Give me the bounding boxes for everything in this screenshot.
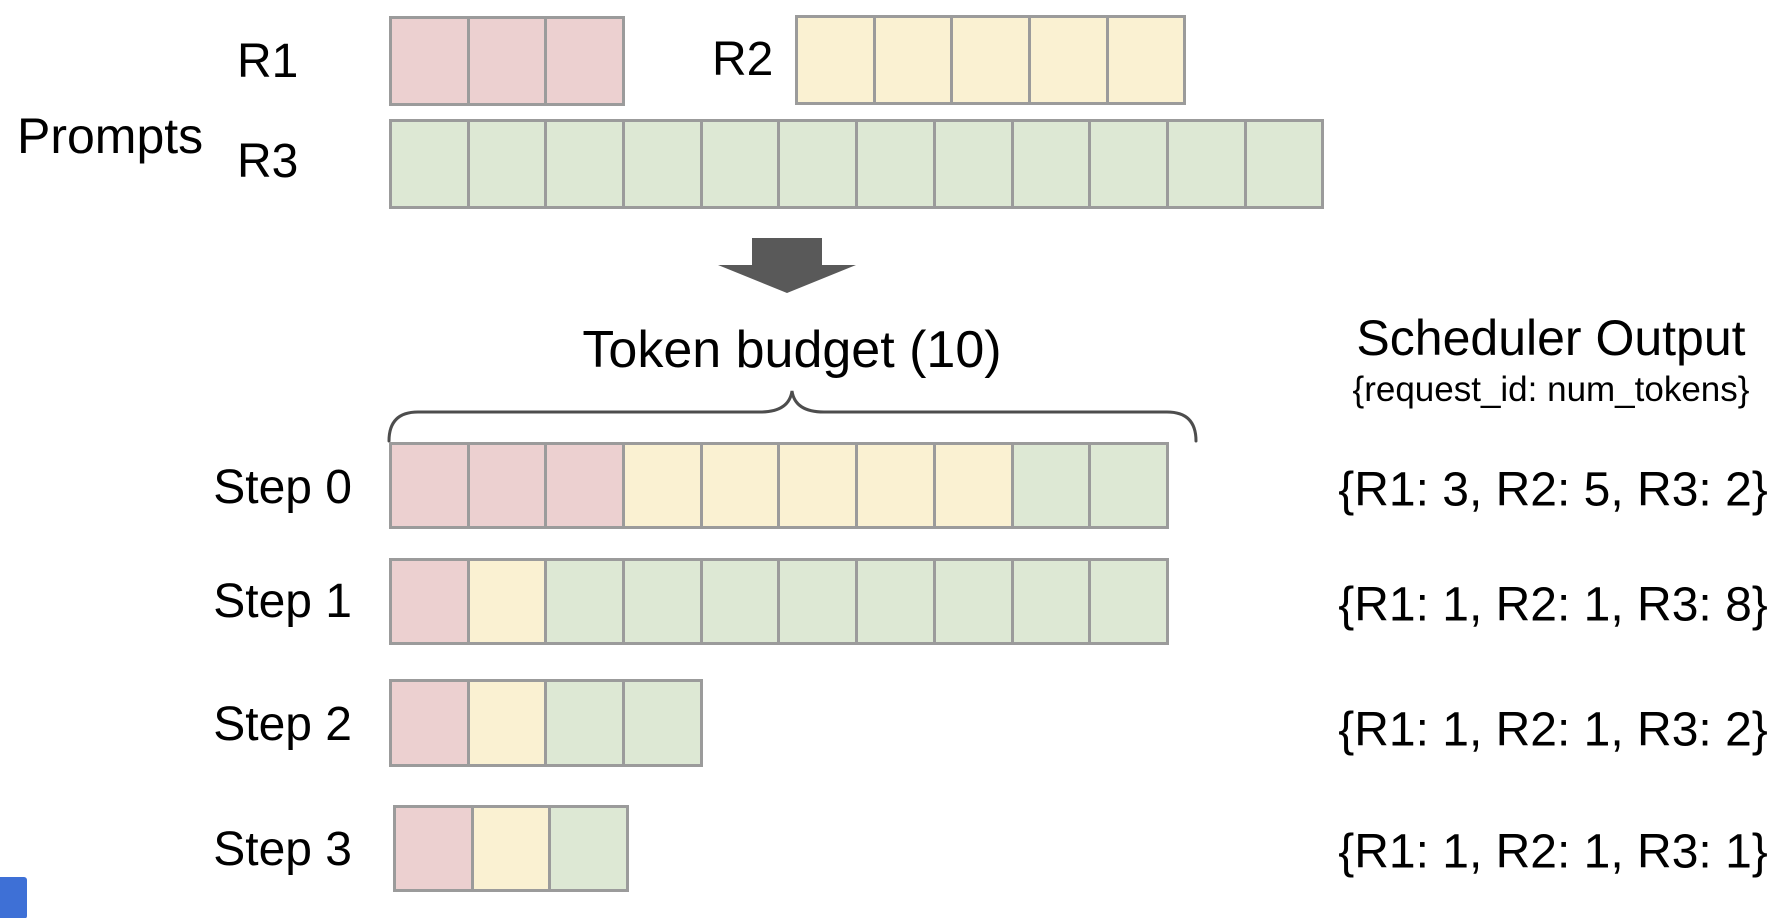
token-cell-r3 (1243, 119, 1325, 209)
token-cell-r3 (1010, 119, 1092, 209)
step-1-label: Step 1 (213, 575, 352, 628)
token-cell-r3 (1088, 119, 1169, 209)
token-cell-r3 (932, 558, 1014, 645)
token-cell-r3 (1010, 442, 1092, 529)
token-cell-r2 (622, 442, 703, 529)
token-cell-r3 (932, 119, 1014, 209)
token-cell-r2 (777, 442, 859, 529)
token-cell-r1 (544, 16, 626, 106)
blue-corner-shape (0, 877, 27, 918)
request-label-r3: R3 (237, 135, 299, 188)
token-cell-r3 (622, 558, 703, 645)
token-cell-r1 (393, 805, 474, 892)
token-cell-r3 (548, 805, 630, 892)
prompt-row-r1 (389, 16, 626, 106)
token-cell-r2 (932, 442, 1014, 529)
token-cell-r2 (855, 442, 936, 529)
step-3-label: Step 3 (213, 823, 352, 876)
token-cell-r3 (1010, 558, 1092, 645)
prompts-label: Prompts (17, 108, 204, 164)
step-3-row (393, 805, 630, 892)
prompt-row-r2 (795, 15, 1187, 105)
token-cell-r1 (389, 558, 470, 645)
token-cell-r2 (466, 558, 548, 645)
token-cell-r1 (389, 16, 470, 106)
token-cell-r3 (1088, 558, 1169, 645)
token-cell-r3 (855, 558, 936, 645)
token-cell-r1 (466, 442, 548, 529)
down-arrow-icon (718, 238, 856, 293)
step-0-label: Step 0 (213, 461, 352, 514)
step-1-row (389, 558, 1169, 645)
token-cell-r2 (470, 805, 552, 892)
token-budget-brace (387, 390, 1198, 443)
token-cell-r3 (544, 119, 626, 209)
token-cell-r3 (389, 119, 470, 209)
token-cell-r1 (389, 442, 470, 529)
step-0-row (389, 442, 1169, 529)
token-cell-r2 (795, 15, 876, 105)
prompt-row-r3 (389, 119, 1325, 209)
token-cell-r2 (1105, 15, 1187, 105)
token-cell-r3 (622, 679, 703, 767)
token-cell-r2 (699, 442, 781, 529)
step-2-output: {R1: 1, R2: 1, R3: 2} (1338, 703, 1768, 757)
token-cell-r3 (699, 558, 781, 645)
token-cell-r3 (855, 119, 936, 209)
token-cell-r3 (777, 119, 859, 209)
token-cell-r2 (950, 15, 1032, 105)
token-cell-r3 (777, 558, 859, 645)
step-3-output: {R1: 1, R2: 1, R3: 1} (1338, 825, 1768, 879)
step-2-label: Step 2 (213, 698, 352, 751)
token-cell-r3 (544, 558, 626, 645)
step-1-output: {R1: 1, R2: 1, R3: 8} (1338, 578, 1768, 632)
scheduler-output-subtitle: {request_id: num_tokens} (1352, 370, 1750, 409)
request-label-r1: R1 (237, 35, 299, 88)
token-cell-r3 (544, 679, 626, 767)
token-cell-r2 (1028, 15, 1109, 105)
token-cell-r3 (699, 119, 781, 209)
token-cell-r2 (466, 679, 548, 767)
token-cell-r2 (872, 15, 954, 105)
scheduler-output-title: Scheduler Output (1356, 310, 1746, 366)
token-cell-r3 (466, 119, 548, 209)
step-2-row (389, 679, 703, 767)
token-budget-label: Token budget (10) (582, 321, 1002, 379)
token-cell-r3 (1088, 442, 1169, 529)
token-cell-r1 (544, 442, 626, 529)
step-0-output: {R1: 3, R2: 5, R3: 2} (1338, 463, 1768, 517)
token-cell-r1 (389, 679, 470, 767)
request-label-r2: R2 (712, 33, 774, 86)
